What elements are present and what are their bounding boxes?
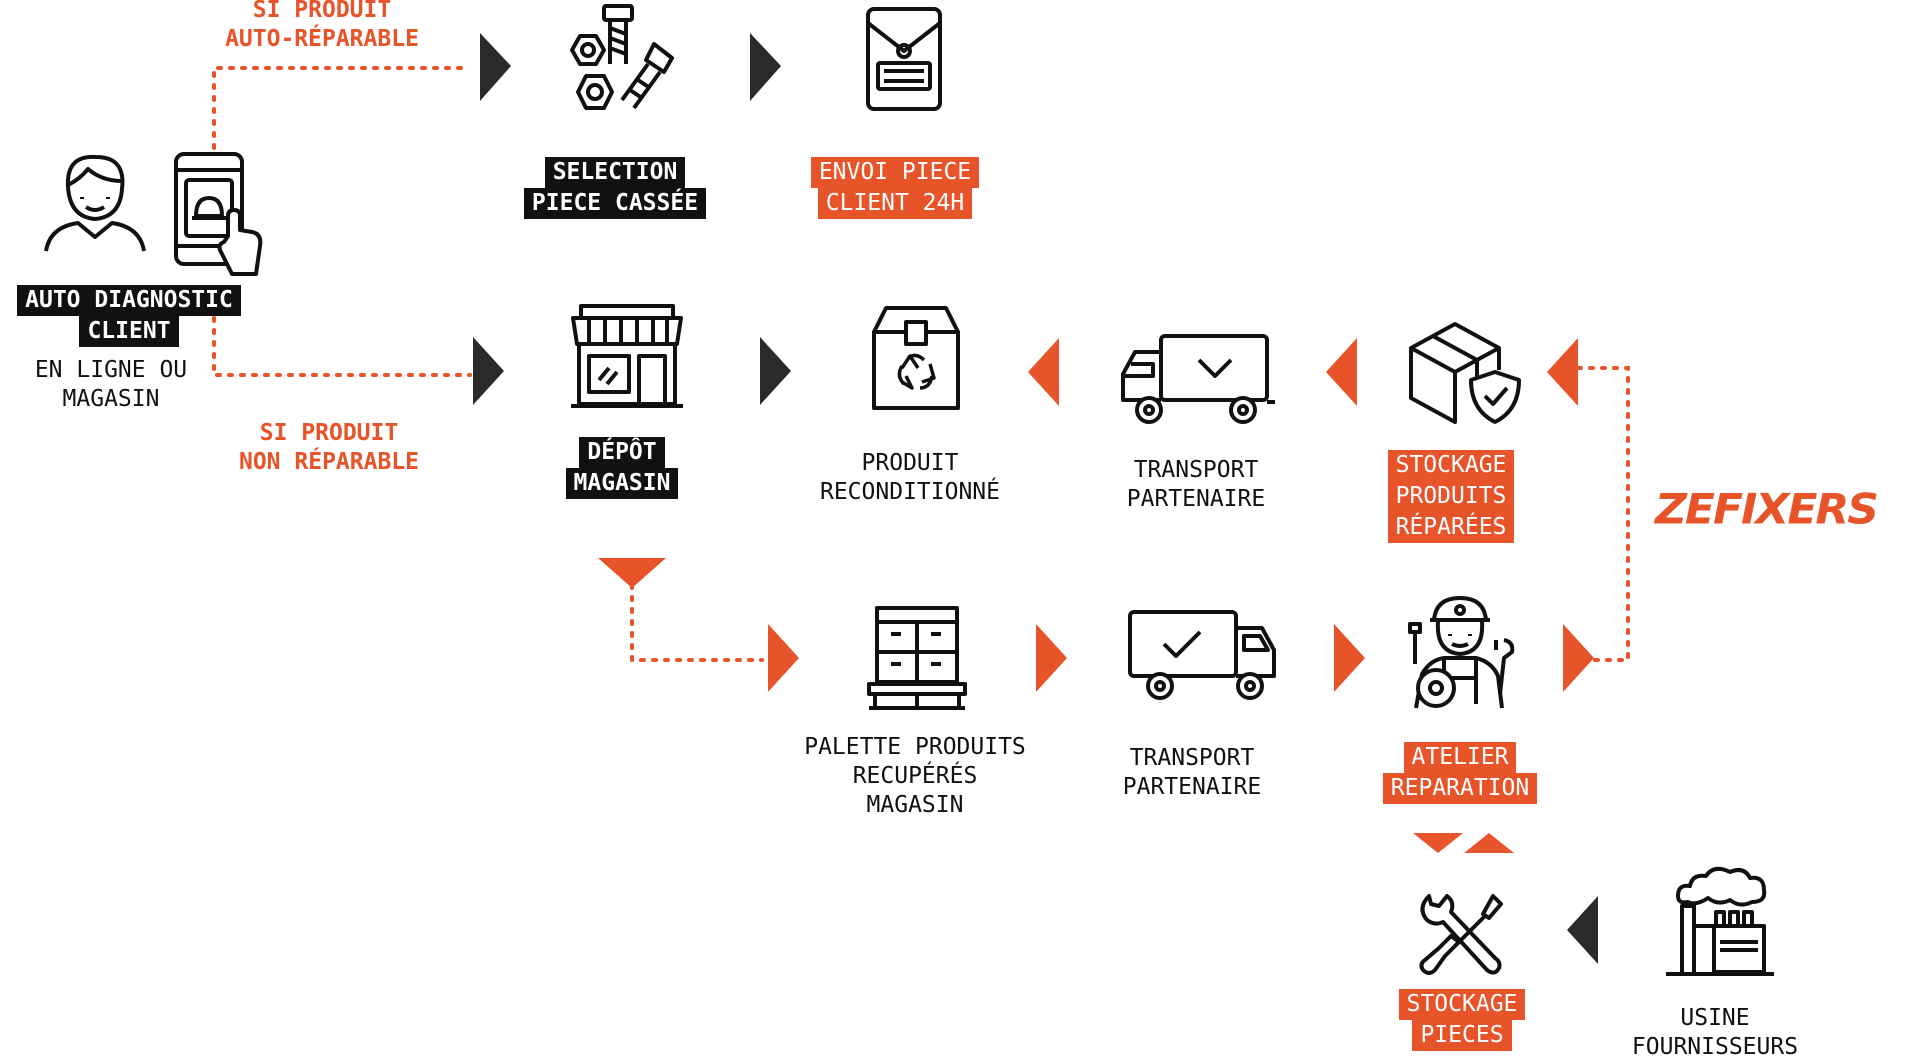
person-icon: [44, 154, 146, 252]
dotted-line-repairable: [212, 66, 472, 150]
arrow-right-dark-4: [760, 337, 791, 405]
arrow-down-orange-depot: [598, 558, 666, 588]
box-shield-icon: [1409, 322, 1521, 424]
arrow-right-dark-3: [473, 337, 504, 405]
arrow-right-dark-2: [750, 33, 781, 101]
arrow-right-orange-1: [768, 624, 799, 692]
tools-icon: [1419, 894, 1503, 975]
dotted-line-depot-palette: [630, 583, 764, 662]
arrow-right-orange-4: [1563, 624, 1594, 692]
arrow-left-orange-3: [1547, 338, 1578, 406]
arrow-right-orange-3: [1334, 624, 1365, 692]
dotted-line-atelier-stockage: [1576, 366, 1630, 662]
nuts-bolts-icon: [570, 4, 674, 110]
pallet-icon: [867, 606, 967, 710]
mechanic-icon: [1408, 596, 1515, 709]
envelope-icon: [866, 7, 942, 111]
phone-icon: [174, 152, 263, 276]
truck-icon: [1121, 334, 1275, 424]
recycle-box-icon: [872, 306, 960, 410]
store-icon: [571, 304, 683, 408]
factory-icon: [1666, 866, 1774, 976]
dotted-line-non-repairable: [212, 316, 472, 377]
arrow-right-orange-2: [1036, 624, 1067, 692]
zefixers-logo: ZEFIXERS: [1655, 485, 1879, 534]
arrow-left-dark-usine: [1567, 896, 1598, 964]
truck-icon: [1128, 610, 1276, 700]
arrow-right-dark-1: [480, 33, 511, 101]
arrow-left-orange-2: [1326, 338, 1357, 406]
arrow-down-orange-atelier: [1413, 833, 1463, 853]
arrow-left-orange-1: [1028, 338, 1059, 406]
arrow-up-orange-atelier: [1464, 833, 1514, 853]
